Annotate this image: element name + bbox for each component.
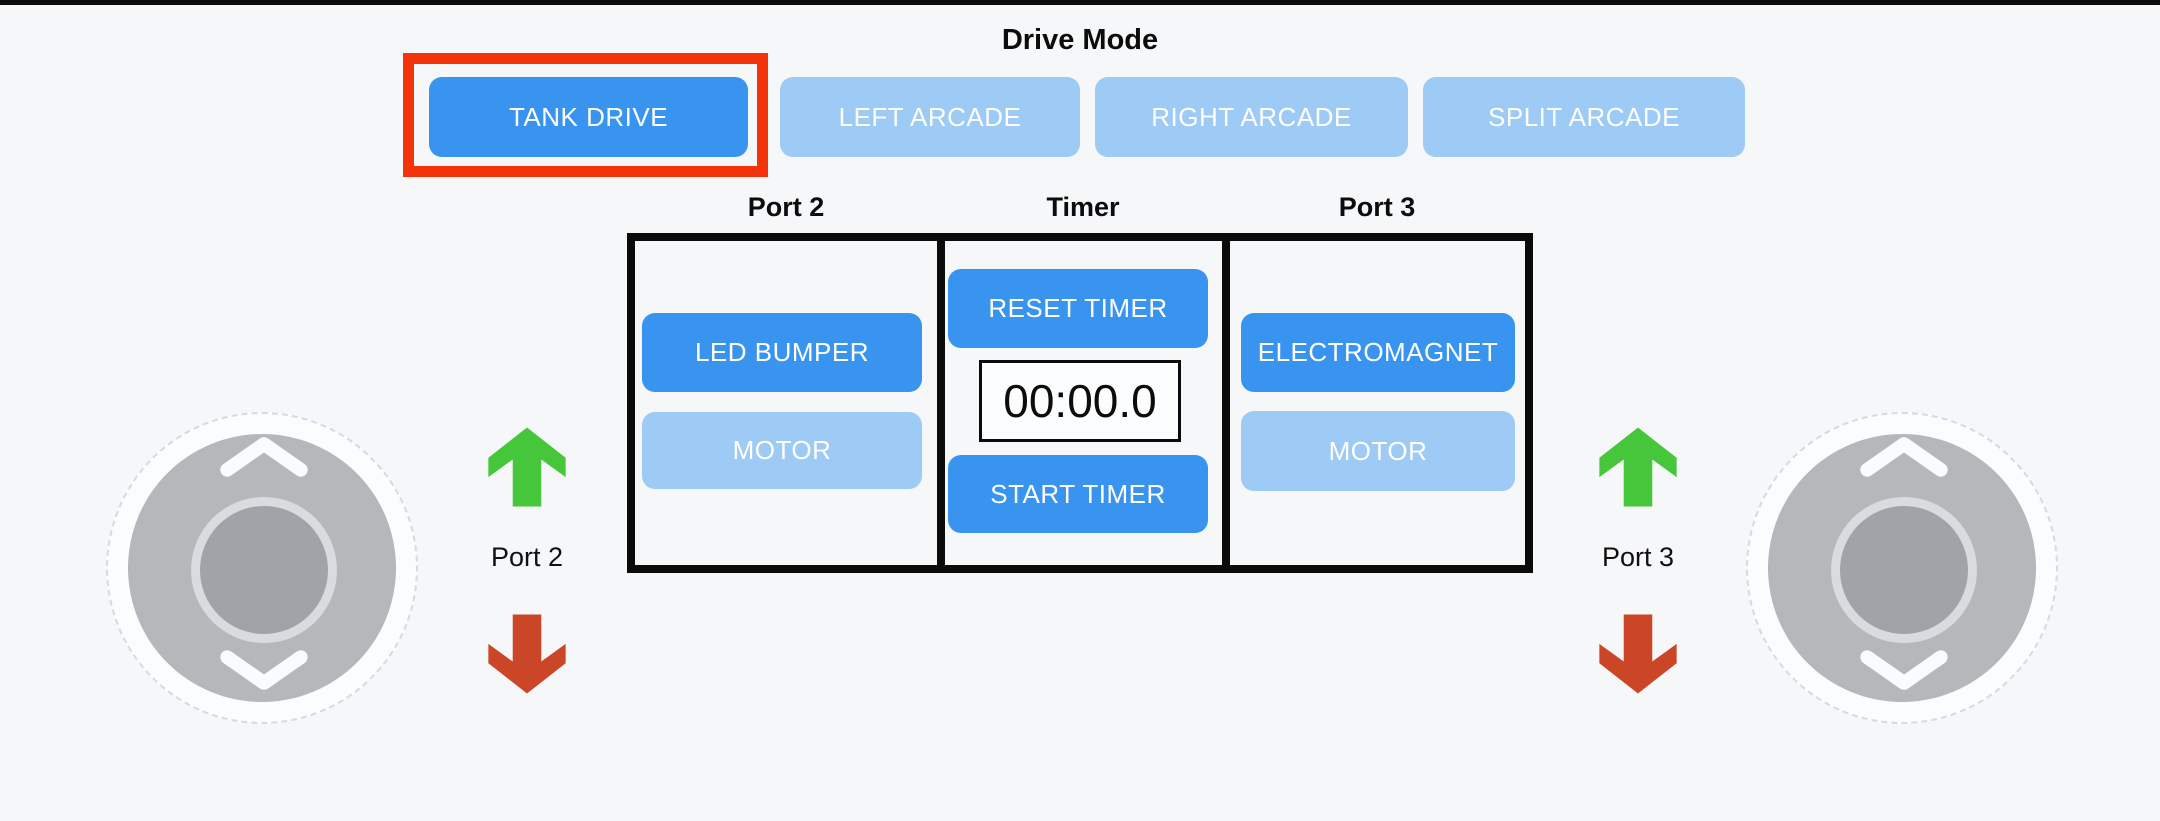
column-divider: [1222, 241, 1230, 565]
split-arcade-button[interactable]: SPLIT ARCADE: [1423, 77, 1745, 157]
port2-up-arrow-icon: [488, 427, 566, 507]
timer-column-header: Timer: [1046, 192, 1120, 222]
right-joystick[interactable]: [1746, 412, 2058, 724]
port2-down-arrow-icon: [488, 614, 566, 694]
right-arcade-button[interactable]: RIGHT ARCADE: [1095, 77, 1408, 157]
port3-column-header: Port 3: [1338, 192, 1416, 222]
left-joystick[interactable]: [106, 412, 418, 724]
left-arcade-button[interactable]: LEFT ARCADE: [780, 77, 1080, 157]
top-border-bar: [0, 0, 2160, 5]
chevron-up-icon: [220, 437, 308, 477]
timer-display: 00:00.0: [979, 360, 1181, 442]
port3-up-arrow-icon: [1599, 427, 1677, 507]
drive-mode-title: Drive Mode: [1001, 24, 1159, 56]
right-joystick-knob[interactable]: [1840, 506, 1968, 634]
reset-timer-button[interactable]: RESET TIMER: [948, 269, 1208, 348]
electromagnet-button[interactable]: ELECTROMAGNET: [1241, 313, 1515, 392]
column-divider: [937, 241, 945, 565]
port2-joystick-label: Port 2: [490, 542, 564, 572]
port3-down-arrow-icon: [1599, 614, 1677, 694]
control-panel-table: [627, 233, 1533, 573]
led-bumper-button[interactable]: LED BUMPER: [642, 313, 922, 392]
port2-motor-button[interactable]: MOTOR: [642, 412, 922, 489]
tank-drive-button[interactable]: TANK DRIVE: [429, 77, 748, 157]
chevron-down-icon: [1860, 650, 1948, 690]
chevron-down-icon: [220, 650, 308, 690]
left-joystick-knob[interactable]: [200, 506, 328, 634]
chevron-up-icon: [1860, 437, 1948, 477]
port2-column-header: Port 2: [747, 192, 825, 222]
start-timer-button[interactable]: START TIMER: [948, 455, 1208, 533]
port3-joystick-label: Port 3: [1601, 542, 1675, 572]
port3-motor-button[interactable]: MOTOR: [1241, 411, 1515, 491]
